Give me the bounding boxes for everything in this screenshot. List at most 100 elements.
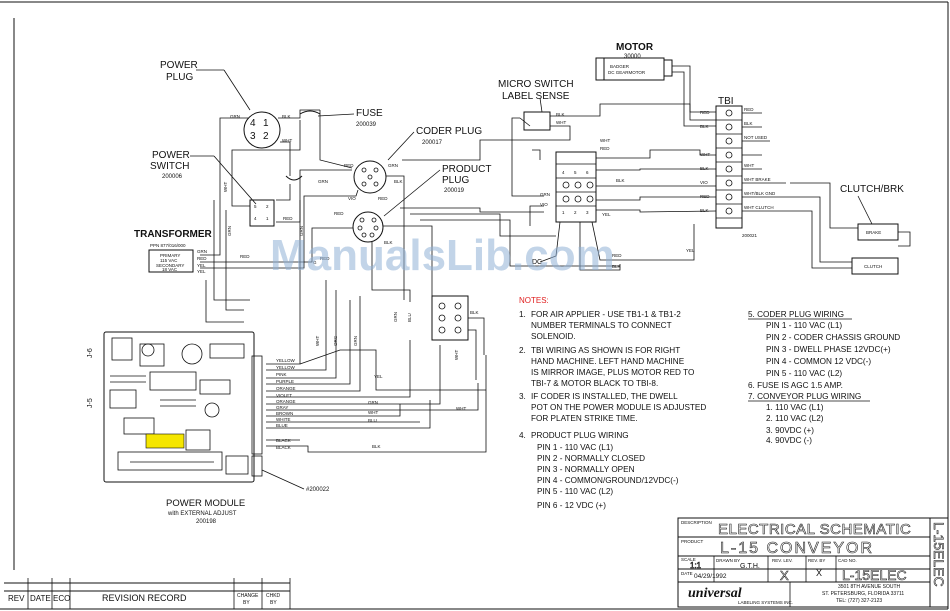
wire-labels-wht-text: WHT <box>456 406 466 411</box>
notes-product-pins-5-text: PIN 6 - 12 VDC (+) <box>537 501 606 510</box>
components-power-plug-wire-wht-text: WHT <box>282 138 292 143</box>
module-terminal-strip <box>251 355 263 455</box>
components-power-switch-part-text: 200006 <box>162 174 183 180</box>
components-coder-plug-part-text: 200017 <box>422 140 443 146</box>
module-wires-5-text: VIOLET <box>276 393 292 398</box>
components-tbi-terms-5-text: WHT BRAKE <box>744 177 771 182</box>
watermark: ManualsLib.com <box>270 231 615 280</box>
components-product-plug-label1-text: PRODUCT <box>442 164 491 175</box>
wire-labels-yel-text: YEL <box>686 248 695 253</box>
left-wiring: WHT GRN GRN RED RED RED G <box>200 109 433 323</box>
wire-labels-vio-text: VIO <box>540 202 548 207</box>
title-block-scale-label-text: SCALE <box>681 557 696 562</box>
module-wires-0-text: YELLOW <box>276 358 296 363</box>
wire-labels-yel-text: YEL <box>197 263 206 268</box>
wire-labels-grn-text: GRN <box>540 192 550 197</box>
notes-left-2-lines-2-text: FOR PLATEN STRIKE TIME. <box>531 414 638 423</box>
wire-labels-red-text: RED <box>283 216 293 221</box>
title-block-cad-text: L-15ELEC <box>842 567 907 583</box>
label-text: 1 <box>562 210 565 215</box>
notes-product-pins-3-text: PIN 4 - COMMON/GROUND/12VDC(-) <box>537 476 679 485</box>
title-block-description-text: ELECTRICAL SCHEMATIC <box>718 521 911 538</box>
wire-labels-grn-text: GRN <box>318 179 328 184</box>
label-text: 5 <box>574 170 577 175</box>
wire-labels-wht-text: WHT <box>315 336 320 346</box>
wire-labels-grn-text: GRN <box>227 226 232 236</box>
label-text: 4 <box>254 216 257 221</box>
components-clutch-brk-brake-text: BRAKE <box>866 230 881 235</box>
notes-left-1-lines-2-text: IS MIRROR IMAGE, PLUS MOTOR RED TO <box>531 368 694 377</box>
wire-labels-blk-text: BLK <box>700 208 709 213</box>
title-block-date-text: 04/29/1992 <box>694 573 727 580</box>
power-switch: POWER SWITCH 200006 5 2 4 1 <box>150 150 275 227</box>
wire-labels-wht-text: WHT <box>600 138 610 143</box>
notes-left-2-lines-0-text: IF CODER IS INSTALLED, THE DWELL <box>531 392 678 401</box>
notes-left-1-n-text: 2. <box>519 346 526 355</box>
components-coder-plug-label-text: CODER PLUG <box>416 126 482 137</box>
clutch-brake: CLUTCH/BRK BRAKE CLUTCH <box>790 182 911 275</box>
transformer: TRANSFORMER PPN 877/016/000 PRIMARY 115 … <box>134 229 213 274</box>
wire-labels-yel-text: YEL <box>197 269 206 274</box>
components-transformer-primary-v-text: 115 VAC <box>160 258 178 263</box>
components-power-module-label-text: POWER MODULE <box>166 498 245 509</box>
components-tbi-part-text: 200021 <box>742 233 758 238</box>
notes-section: NOTES: 1. FOR AIR APPLIER - USE TB1-1 & … <box>519 296 900 510</box>
components-power-module-sub-text: with EXTERNAL ADJUST <box>167 511 237 517</box>
notes-left-1-lines-1-text: HAND MACHINE. LEFT HAND MACHINE <box>531 357 685 366</box>
components-power-plug-pins-0-text: 4 <box>250 118 256 129</box>
title-block-product-label-text: PRODUCT <box>681 539 704 544</box>
wire-labels-blk-text: BLK <box>700 124 709 129</box>
wire-labels-wht-text: WHT <box>223 182 228 192</box>
wire-labels-red-text: RED <box>700 110 710 115</box>
components-power-switch-label1-text: POWER <box>152 150 190 161</box>
power-module: J-6 J-5 POWER MODULE with EXTERNAL ADJUS… <box>87 331 330 525</box>
notes-coder-pins-3-text: PIN 4 - COMMON 12 VDC(-) <box>766 357 871 366</box>
power-plug: POWER PLUG 4 1 3 2 GRN BLK WHT <box>160 60 292 149</box>
notes-left-2-n-text: 3. <box>519 392 526 401</box>
module-wire-labels: YELLOW YELLOW PINK PURPLE ORANGE VIOLET … <box>276 358 296 450</box>
title-block-scale-text: 1:1 <box>690 561 702 570</box>
wire-labels-wht-text: WHT <box>368 410 378 415</box>
coder-plug-circle <box>353 160 387 194</box>
micro-switch: MICRO SWITCH LABEL SENSE BLK WHT <box>498 79 716 197</box>
power-plug-circle <box>243 111 281 149</box>
wire-labels-grn-text: GRN <box>197 249 207 254</box>
wire-labels-yel-text: YEL <box>374 374 383 379</box>
label-text: 5 <box>254 204 257 209</box>
components-power-plug-pins-2-text: 3 <box>250 131 256 142</box>
revision-block-change-by-text: BY <box>243 600 250 606</box>
wire-labels-blk-text: BLK <box>394 179 403 184</box>
components-power-module-j5-text: J-5 <box>87 398 94 408</box>
notes-conveyor-pins-0-text: 1. 110 VAC (L1) <box>766 403 824 412</box>
title-block-description-label-text: DESCRIPTION <box>681 520 712 525</box>
wire-labels-blk-text: BLK <box>556 112 565 117</box>
title-block: DESCRIPTION ELECTRICAL SCHEMATIC PRODUCT… <box>677 517 949 608</box>
components-power-plug-pins-3-text: 2 <box>263 131 269 142</box>
title-block-drawn-text: G.T.H. <box>740 563 760 570</box>
wire-labels-grn-text: GRN <box>368 400 378 405</box>
wire-labels-wht-text: WHT <box>454 350 459 360</box>
wire-labels-blk-text: BLK <box>612 264 621 269</box>
module-wires-4-text: ORANGE <box>276 386 296 391</box>
components-clutch-brk-clutch-text: CLUTCH <box>864 264 882 269</box>
wire-labels-blk-text: BLK <box>384 240 393 245</box>
revision-block-date-text: DATE <box>30 594 51 603</box>
title-block-tel-text: TEL: (727) 327-2123 <box>836 598 882 604</box>
wire-labels-grn-text: GRN <box>353 336 358 346</box>
components-transformer-label-text: TRANSFORMER <box>134 229 213 240</box>
components-transformer-secondary-v-text: 18 VAC <box>162 267 178 272</box>
wire-labels-grn-text: GRN <box>299 226 304 236</box>
module-wires-9-text: WHITE <box>276 417 291 422</box>
revision-block: REV DATE ECO REVISION RECORD CHANGE BY C… <box>4 578 291 609</box>
title-block-address1-text: 3501 8TH AVENUE SOUTH <box>838 584 901 590</box>
tbi-terminal-block: TBI 200021 RED BLK NOT USED WHT WHT BRAK… <box>700 96 790 238</box>
module-wires-3-text: PURPLE <box>276 379 294 384</box>
components-motor-label-text: MOTOR <box>616 42 654 53</box>
notes-coder-heading-text: 5. CODER PLUG WIRING <box>748 310 844 319</box>
wire-labels-wht-text: WHT <box>700 152 710 157</box>
components-power-plug-wire-grn-text: GRN <box>230 114 240 119</box>
components-product-plug-part-text: 200019 <box>444 188 465 194</box>
components-power-plug-wire-blk-text: BLK <box>282 114 291 119</box>
wire-labels-red-text: RED <box>378 196 388 201</box>
